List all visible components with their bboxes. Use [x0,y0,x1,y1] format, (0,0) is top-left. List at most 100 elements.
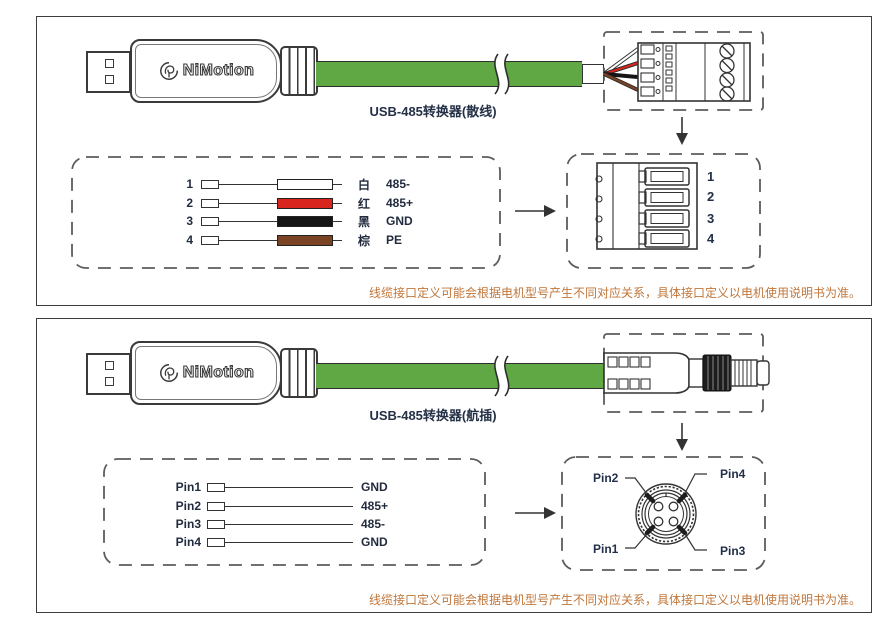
terminal-block-side [637,42,751,102]
terminal-pin-number: 3 [707,211,715,226]
face-pin-label: Pin2 [593,471,619,485]
pin-number: Pin3 [175,517,201,531]
pin-number: Pin2 [175,499,201,513]
wire-row: 3 黑 GND [149,214,469,229]
strain-relief-ridges [280,348,318,398]
brand-logo-text: NiMotion [182,363,255,381]
wire-number: 1 [186,177,193,191]
wire-number: 4 [186,233,193,247]
wire-lead [225,523,353,525]
wire-lead [333,183,342,185]
wire-signal: 485- [386,177,411,191]
terminal-block-front [595,162,698,250]
m8-connector-side [603,352,770,394]
wire-signal: 485+ [386,196,414,210]
wire-signal: PE [386,233,403,247]
wire-color-name: 红 [358,196,371,211]
arrow-right-icon [515,507,556,519]
keyway-slots [644,492,688,536]
wire-fan [602,47,640,92]
pin-leader-lines [625,473,707,551]
wire-lead [225,486,353,488]
wire-row: 2 红 485+ [149,196,469,211]
cable-break-mark [494,355,510,397]
pin-row: Pin1 GND [151,480,413,494]
cable-title: USB-485转换器(散线) [369,104,497,119]
wire-color-band [277,215,333,227]
wire-color-band [277,197,333,209]
wire-color-band [277,234,333,246]
usb-plug-hole [105,75,114,84]
interface-note: 线缆接口定义可能会根据电机型号产生不同对应关系，具体接口定义以电机使用说明书为准… [368,286,861,300]
wire-signal: GND [386,214,413,228]
usb-converter-body: NiMotion [130,39,282,103]
arrow-right-icon [515,205,556,217]
wire-plug-icon [207,537,225,547]
strain-relief-ridges [280,46,318,96]
usb-plug-shell [86,51,131,93]
wire-plug-icon [207,482,225,492]
plug-pins [653,501,679,527]
wire-number: 2 [186,196,193,210]
pin-number: Pin1 [175,480,201,494]
wire-color-name: 白 [358,177,371,192]
wire-lead [219,202,277,204]
terminal-openings [638,167,690,248]
face-pin-label: Pin3 [720,544,746,558]
wire-lead [225,541,353,543]
terminal-pin-number: 1 [707,169,715,184]
wire-lead [333,239,342,241]
wire-plug-icon [207,501,225,511]
usb-plug-shell [86,353,131,395]
wire-plug-icon [201,198,219,208]
terminal-pin-number: 2 [707,189,715,204]
face-pin-label: Pin4 [720,467,746,481]
face-pin-label: Pin1 [593,542,619,556]
terminal-connector-side [602,42,751,102]
arrow-down-icon [676,117,688,145]
interface-note: 线缆接口定义可能会根据电机型号产生不同对应关系，具体接口定义以电机使用说明书为准… [368,593,861,607]
terminal-screws [719,43,735,102]
wire-lead [333,220,342,222]
wire-color-band [277,178,333,190]
wire-plug-icon [201,235,219,245]
pin-signal: 485+ [361,499,389,513]
arrow-down-icon [676,423,688,451]
usb-plug-hole [105,59,114,68]
usb-plug-hole [105,377,114,386]
knurled-nut [702,354,732,392]
pin-row: Pin4 GND [151,535,413,549]
dashed-box-wire-list [71,156,501,269]
dashed-box-terminal-detail [566,153,761,269]
wire-lead [225,505,353,507]
pin-number: Pin4 [175,535,201,549]
dashed-box-wire-list [103,458,486,566]
usb-plug-hole [105,361,114,370]
nimotion-logo-icon [159,364,178,382]
pin-row: Pin2 485+ [151,499,413,513]
nimotion-logo-icon [159,62,178,80]
green-cable [316,363,604,389]
panel-loose-wire: NiMotion [36,16,872,306]
wire-plug-icon [207,519,225,529]
brand-logo-text: NiMotion [182,61,255,79]
pin-row: Pin3 485- [151,517,413,531]
m8-plug-face [625,473,707,551]
wire-lead [219,239,277,241]
terminal-pin-number: 4 [707,231,715,246]
panel-aviation-plug: NiMotion USB-485转换器( [36,318,872,613]
cable-title: USB-485转换器(航插) [369,408,497,423]
wire-row: 1 白 485- [149,177,469,192]
wire-lead [333,202,342,204]
cable-break-mark [494,53,510,95]
wire-number: 3 [186,214,193,228]
wire-color-name: 棕 [358,233,371,248]
pin-signal: 485- [361,517,386,531]
wire-color-name: 黑 [358,214,371,229]
connector-grip-texture [607,356,651,390]
green-cable [316,61,582,87]
wire-plug-icon [201,179,219,189]
pin-signal: GND [361,480,388,494]
wire-plug-icon [201,216,219,226]
